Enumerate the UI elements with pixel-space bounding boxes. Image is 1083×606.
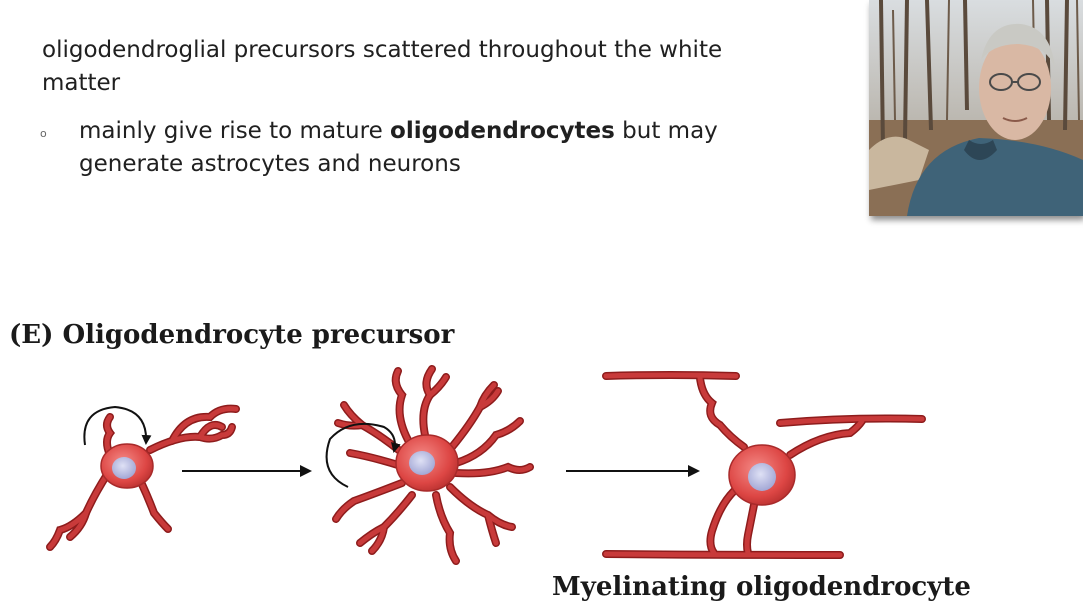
self-renewal-arrow (83, 405, 152, 446)
self-renewal-arrow-2 (325, 423, 401, 488)
presenter-webcam-icon (869, 0, 1083, 216)
bullet-marker: o (40, 127, 47, 140)
precursor-cell (46, 404, 240, 551)
bullet-text-end: but may generate astrocytes and neurons (79, 118, 718, 177)
panel-title: (E) Oligodendrocyte precursor (9, 320, 455, 350)
myelinating-cell (602, 371, 926, 559)
bullet-text: mainly give rise to mature oligodendrocy… (79, 115, 779, 181)
presenter-video (869, 0, 1083, 216)
bullet-text-bold: oligodendrocytes (390, 118, 615, 144)
progenitor-cell (325, 365, 534, 565)
bullet-text-start: mainly give rise to mature (79, 118, 391, 144)
figure-caption: Myelinating oligodendrocyte (552, 572, 971, 602)
slide-heading: oligodendroglial precursors scattered th… (42, 37, 723, 96)
oligodendrocyte-development-diagram (46, 365, 926, 565)
